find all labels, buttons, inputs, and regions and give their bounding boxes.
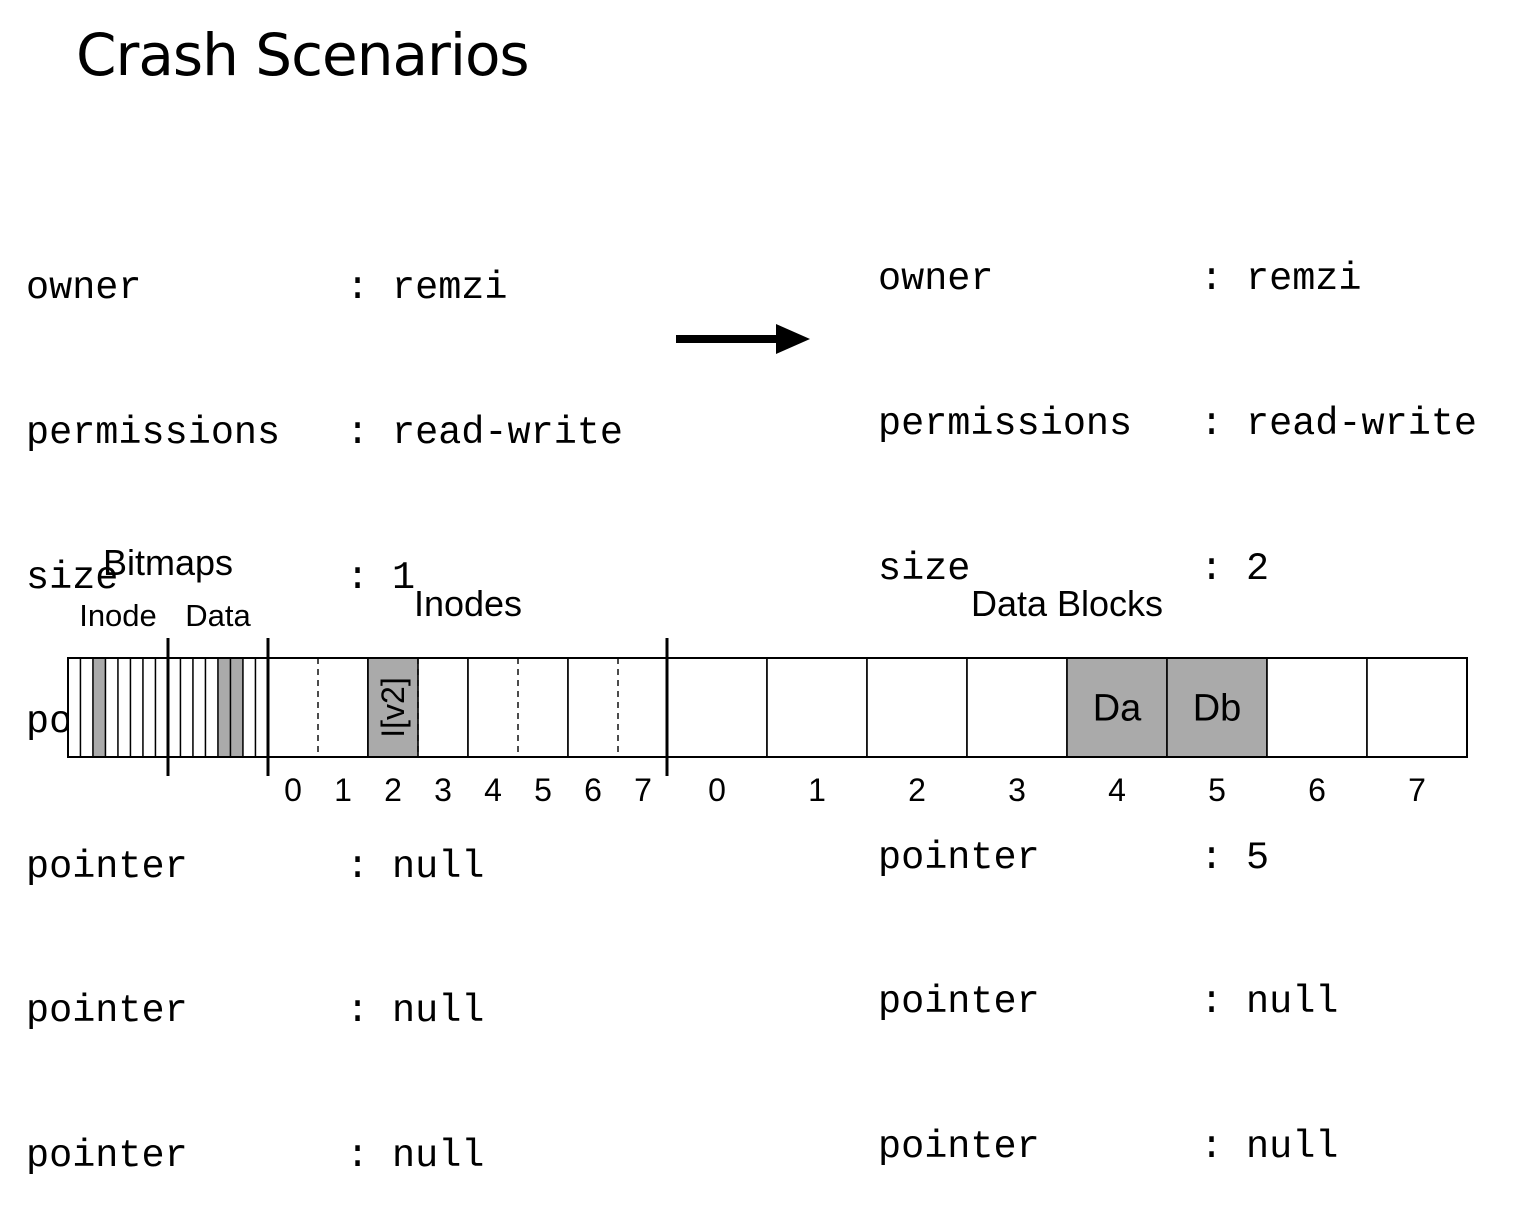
inode-bitmap-bit [92,657,107,758]
data-block-number: 6 [1308,772,1326,808]
inode-value: null [392,1133,485,1178]
inode-field: permissions [26,411,281,455]
data-block-label: Db [1193,688,1242,730]
inode-row: size:1 [26,554,623,602]
inode-value: read-write [1246,402,1478,446]
inode-value: null [1246,1124,1339,1169]
data-block [866,657,968,758]
inode-value: 2 [1246,546,1270,591]
data-bitmap-bit [192,657,207,758]
inode-row: owner: remzi [26,264,623,312]
data-bitmap-bit [167,657,182,758]
disk-outline [67,657,1468,758]
inode-field: size [26,555,119,600]
field-separator: : [1200,546,1224,591]
data-bitmap-bit [229,657,244,758]
inode-number: 0 [284,772,302,808]
inode-number: 6 [584,772,602,808]
field-separator: : [346,555,370,600]
inode-bitmap-bit [142,657,157,758]
inode-bitmap-bit [129,657,144,758]
data-block-number: 3 [1008,772,1026,808]
field-separator: : [1200,402,1224,446]
inode-row: pointer: null [878,1123,1477,1171]
data-block-filled [1166,657,1268,758]
inode-slot-label: I[v2] [375,677,411,737]
inode-row: owner: remzi [878,255,1477,303]
data-block [666,657,768,758]
inode-value: null [392,989,485,1034]
inode-bitmap-bit [104,657,119,758]
inode-field: pointer [878,1124,1040,1169]
inode-number: 1 [334,772,352,808]
inode-field: size [878,546,971,591]
inode-value: 1 [392,555,416,600]
inode-bitmap-label: Inode [79,598,157,633]
data-block-number: 5 [1208,772,1226,808]
inodes-label: Inodes [414,583,522,624]
inode-field: pointer [878,980,1040,1025]
data-block [766,657,868,758]
inode-bitmap-bit [67,657,82,758]
right-arrow-icon [676,324,810,354]
field-separator: : [346,1133,370,1178]
inode-number: 3 [434,772,452,808]
data-block-number: 2 [908,772,926,808]
field-separator: : [346,989,370,1034]
inode-bitmap-bit [117,657,132,758]
inode-bitmap-bit [79,657,94,758]
inode-number: 2 [384,772,402,808]
data-bitmap-bit [254,657,269,758]
inode-field: owner [26,266,142,311]
inode-value: remzi [392,266,508,311]
inode-number: 4 [484,772,502,808]
inode-number: 5 [534,772,552,808]
data-bitmap-bit [179,657,194,758]
field-separator: : [346,266,370,311]
data-bitmap-bit [242,657,257,758]
inode-row: pointer: null [878,978,1477,1026]
inode-bitmap-bit [154,657,169,758]
inode-field: permissions [878,402,1133,446]
inode-number: 7 [634,772,652,808]
data-block-number: 1 [808,772,826,808]
inode-row: permissions: read-write [26,409,623,457]
data-bitmap-label: Data [185,598,251,633]
data-block-number: 0 [708,772,726,808]
data-bitmap-bit [204,657,219,758]
data-block-number: 4 [1108,772,1126,808]
inode-field: pointer [26,1133,188,1178]
data-blocks-label: Data Blocks [971,583,1163,624]
inode-field: pointer [26,989,188,1034]
slide-title: Crash Scenarios [76,21,530,89]
data-block [966,657,1068,758]
field-separator: : [1200,1124,1224,1169]
bitmaps-label: Bitmaps [103,542,233,583]
data-block [1266,657,1368,758]
inode-row: permissions: read-write [878,400,1477,448]
field-separator: : [346,411,370,455]
inode-value: read-write [392,411,624,455]
inode-row: size:2 [878,545,1477,593]
inode-value: remzi [1246,257,1362,302]
data-block-number: 7 [1408,772,1426,808]
data-block [1366,657,1468,758]
inode-row: pointer: null [26,1132,623,1180]
inode-row: pointer: null [26,987,623,1035]
inode-value: null [1246,980,1339,1025]
data-block-label: Da [1093,688,1142,730]
data-bitmap-bit [217,657,232,758]
inode-field: owner [878,257,994,302]
field-separator: : [1200,257,1224,302]
field-separator: : [1200,980,1224,1025]
